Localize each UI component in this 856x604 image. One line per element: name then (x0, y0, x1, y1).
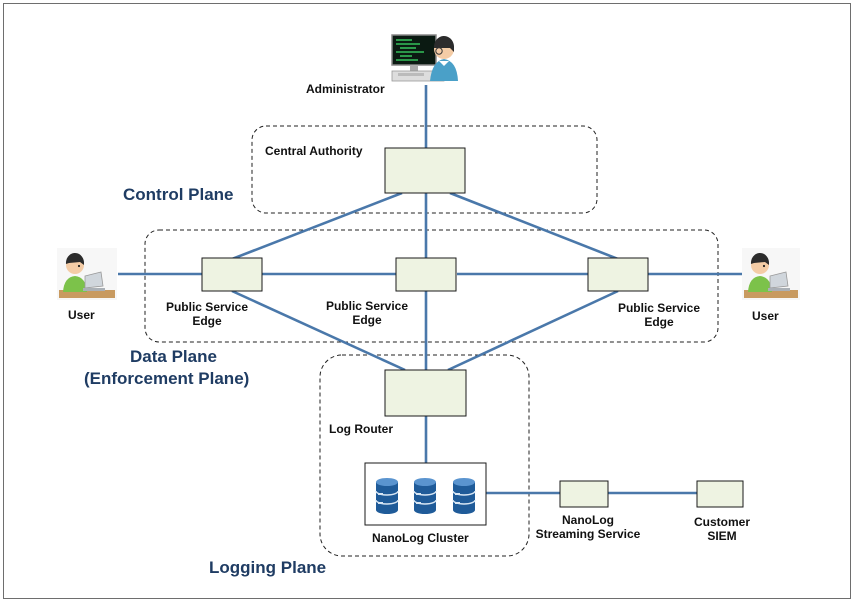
connection-links (118, 85, 742, 495)
pse-mid-label-line2: Edge (352, 313, 382, 327)
link-pse-right-lr (447, 289, 619, 372)
pse-right-label-line2: Edge (644, 315, 674, 329)
data-plane-title: Data Plane (130, 347, 217, 366)
user-right-label: User (752, 309, 779, 323)
nanolog-streaming-label: NanoLog Streaming Service (528, 513, 648, 541)
customer-siem-label: Customer SIEM (682, 515, 762, 543)
pse-left-label-line2: Edge (192, 314, 222, 328)
nanolog-streaming-label-line1: NanoLog (562, 513, 614, 527)
administrator-at-computer-icon (391, 34, 458, 82)
database-server-icon (452, 478, 476, 514)
pse-right-label-line1: Public Service (617, 301, 701, 315)
link-ca-pse-right (449, 191, 619, 261)
nanolog-streaming-label-line2: Streaming Service (535, 527, 641, 541)
customer-siem-box (696, 480, 744, 508)
pse-mid-label-line1: Public Service (325, 299, 409, 313)
diagram-frame (3, 3, 851, 599)
database-server-icon (375, 478, 399, 514)
log-router-label: Log Router (329, 422, 393, 436)
link-ca-pse-left (231, 191, 403, 261)
pse-mid-box (395, 257, 457, 292)
nanolog-cluster-label: NanoLog Cluster (372, 531, 469, 545)
nanolog-streaming-box (559, 480, 609, 508)
user-at-laptop-icon (742, 248, 800, 300)
customer-siem-label-line2: SIEM (707, 529, 737, 543)
link-pse-left-lr (231, 289, 406, 372)
central-authority-box (384, 147, 466, 194)
log-router-box (384, 369, 467, 417)
administrator-label: Administrator (306, 82, 385, 96)
pse-left-box (201, 257, 263, 292)
user-left-label: User (68, 308, 95, 322)
database-server-icon (413, 478, 437, 514)
pse-right-label: Public Service Edge (609, 301, 709, 329)
data-plane-boundary (144, 229, 719, 343)
logging-plane-boundary (319, 354, 530, 557)
control-plane-title: Control Plane (123, 185, 234, 204)
logging-plane-title: Logging Plane (209, 558, 327, 577)
pse-right-box (587, 257, 649, 292)
data-plane-subtitle: (Enforcement Plane) (84, 369, 250, 388)
pse-left-label: Public Service Edge (157, 300, 257, 328)
pse-left-label-line1: Public Service (165, 300, 249, 314)
customer-siem-label-line1: Customer (693, 515, 750, 529)
pse-mid-label: Public Service Edge (317, 299, 417, 327)
central-authority-label: Central Authority (265, 144, 363, 158)
user-at-laptop-icon (57, 248, 117, 300)
